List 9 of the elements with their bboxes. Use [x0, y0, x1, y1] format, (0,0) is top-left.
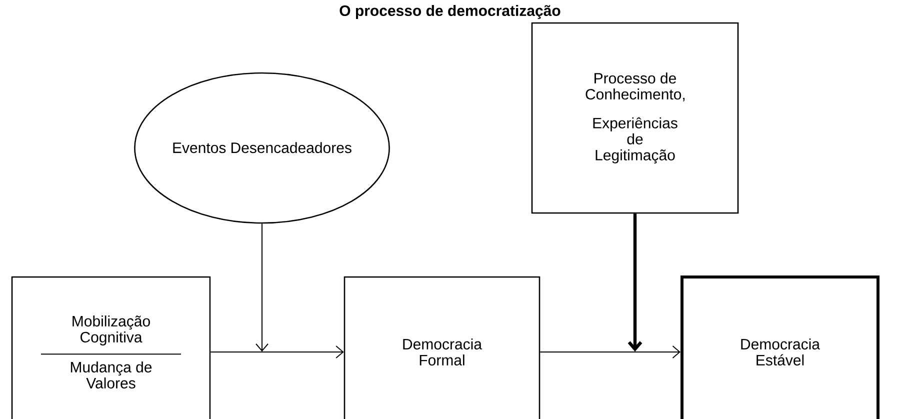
arrow	[210, 346, 344, 358]
arrow	[540, 346, 680, 358]
process-box: Processo de Conhecimento, Experiências de Legitimação	[531, 22, 739, 214]
arrow	[628, 214, 642, 352]
split-box: Mobilização Cognitiva Mudança de Valores	[11, 276, 211, 419]
arrow	[256, 223, 268, 352]
process-box: Democracia Formal	[344, 276, 540, 419]
process-box: Democracia Estável	[680, 276, 880, 419]
title: O processo de democratização	[340, 5, 560, 19]
